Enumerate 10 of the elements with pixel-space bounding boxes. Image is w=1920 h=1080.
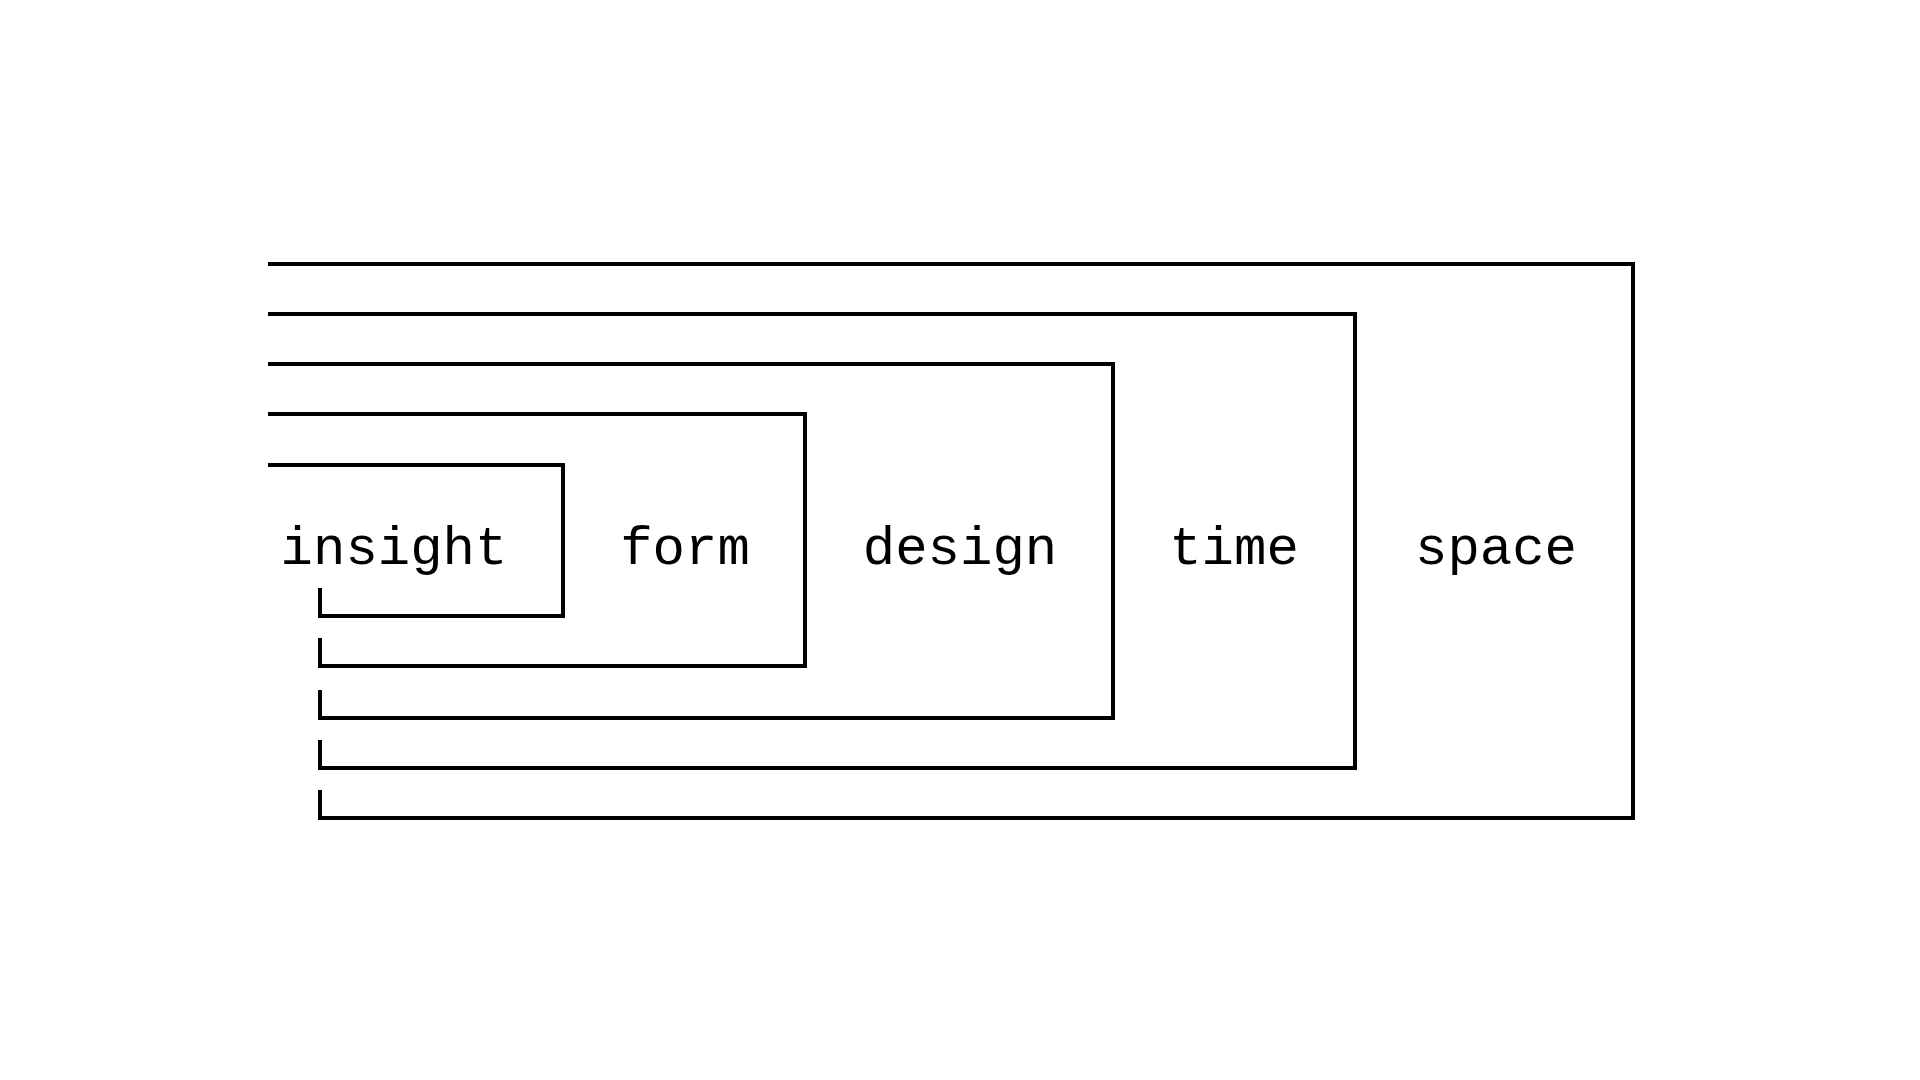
open-frame <box>268 262 1635 820</box>
open-frame <box>268 362 1115 720</box>
open-frame <box>268 412 807 668</box>
frame-label: form <box>620 522 750 577</box>
open-frame <box>268 312 1357 770</box>
frame-label: space <box>1415 522 1577 577</box>
frame-label: insight <box>280 522 508 577</box>
open-frame <box>268 463 565 618</box>
frame-label: design <box>862 522 1058 577</box>
frame-label: time <box>1169 522 1299 577</box>
